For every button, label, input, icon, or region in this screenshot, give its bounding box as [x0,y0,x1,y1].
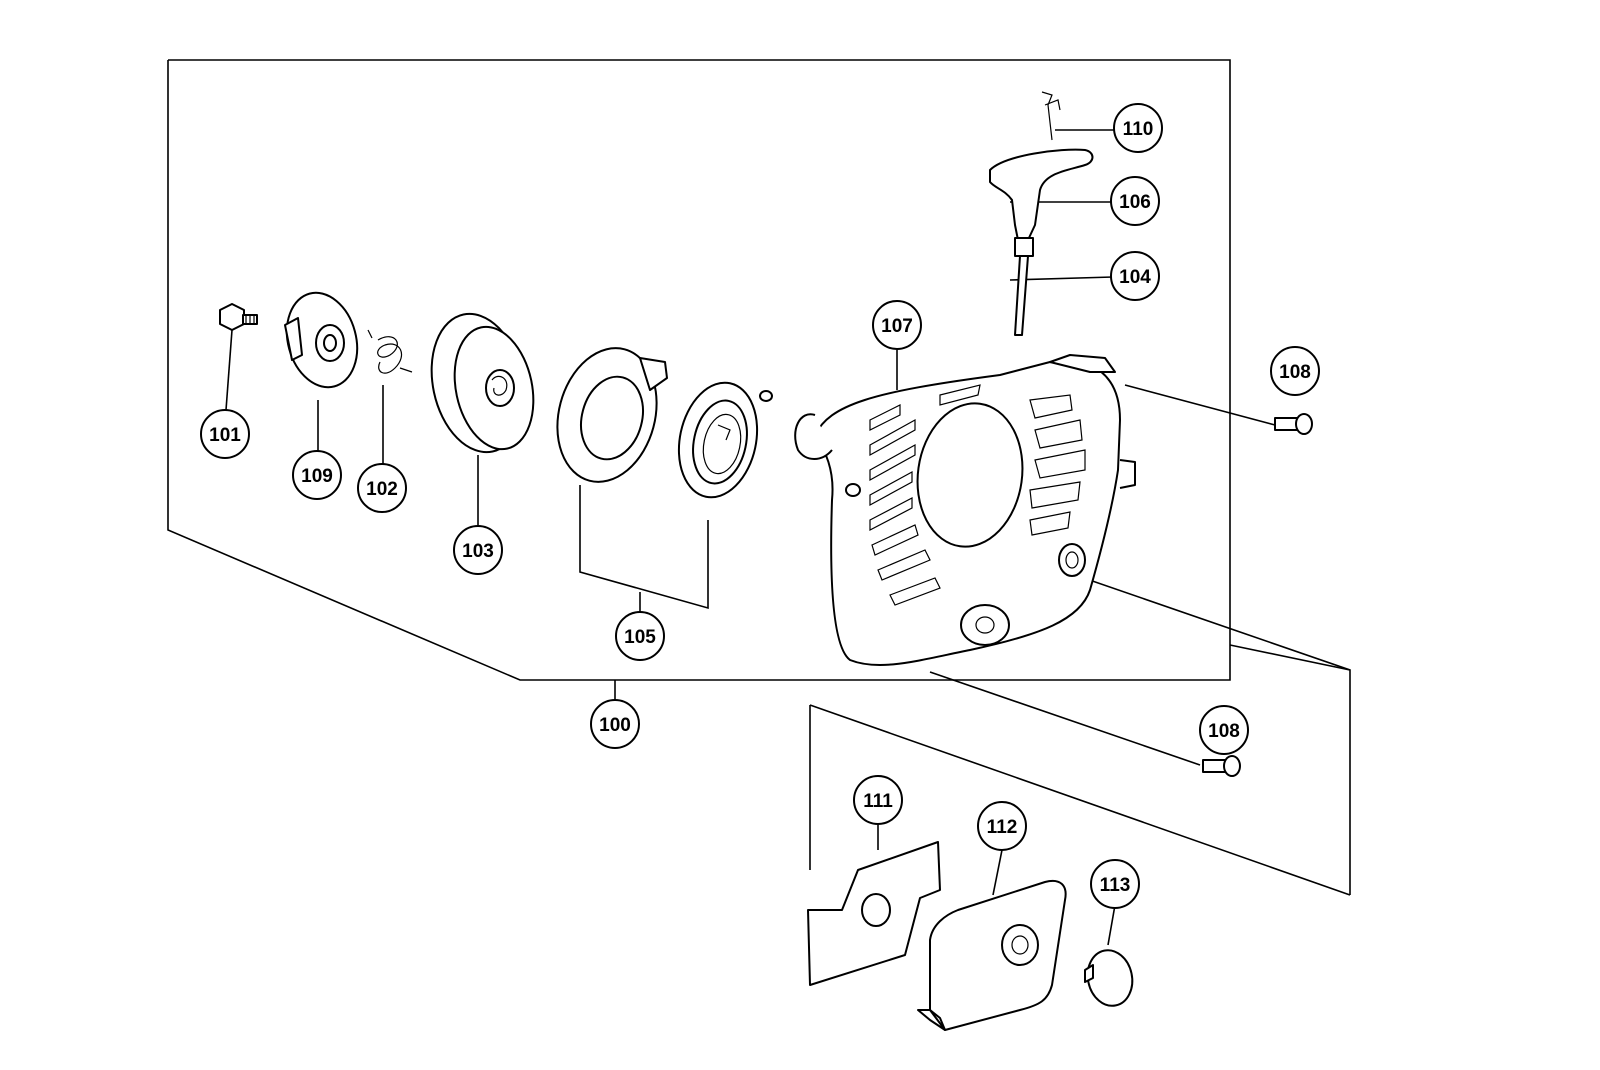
svg-text:112: 112 [987,817,1018,838]
assembly-100-boundary [167,59,1231,700]
svg-text:109: 109 [301,466,333,487]
callout-103: 103 [453,525,503,575]
pulley-103 [430,312,535,454]
callout-101: 101 [200,409,250,459]
callout-105: 105 [615,611,665,661]
callout-108-upper: 108 [1270,346,1320,396]
cover-plate-group-boundary [809,574,1351,896]
svg-text:100: 100 [599,715,631,736]
leader-lines [225,129,1276,946]
screw-108-lower [1202,755,1241,777]
callout-107: 107 [872,300,922,350]
svg-text:108: 108 [1208,721,1240,742]
svg-text:113: 113 [1100,875,1131,896]
cover-plate-112 [917,880,1067,1031]
spring-102 [367,329,413,374]
callout-106: 106 [1110,176,1160,226]
svg-text:108: 108 [1279,362,1311,383]
svg-text:104: 104 [1119,267,1151,288]
svg-text:103: 103 [462,541,494,562]
callout-102: 102 [357,463,407,513]
svg-text:110: 110 [1123,119,1154,140]
callout-108-lower: 108 [1199,705,1249,755]
svg-text:111: 111 [863,791,893,812]
callout-109: 109 [292,450,342,500]
bolt-101 [219,303,258,331]
callout-112: 112 [977,801,1027,851]
svg-text:106: 106 [1119,192,1151,213]
svg-text:102: 102 [366,479,398,500]
pawl-hub-109 [284,291,359,389]
callout-100: 100 [590,699,640,749]
callout-113: 113 [1090,859,1140,909]
gasket-plate-111 [807,841,941,986]
spring-cup-105 [556,347,668,483]
knob-113 [1084,949,1134,1007]
starter-housing-107 [794,354,1136,666]
housing-vent-slots [869,384,1086,606]
svg-text:107: 107 [881,316,913,337]
callout-110: 110 [1113,103,1163,153]
rope-pin-110 [1041,91,1061,141]
callout-104: 104 [1110,251,1160,301]
svg-text:105: 105 [624,627,656,648]
svg-text:101: 101 [209,425,241,446]
screw-108-upper [1274,413,1313,435]
callout-111: 111 [853,775,903,825]
starter-rope-104 [1014,255,1029,336]
starter-handle-106 [989,148,1094,257]
recoil-spring-105 [677,381,773,499]
